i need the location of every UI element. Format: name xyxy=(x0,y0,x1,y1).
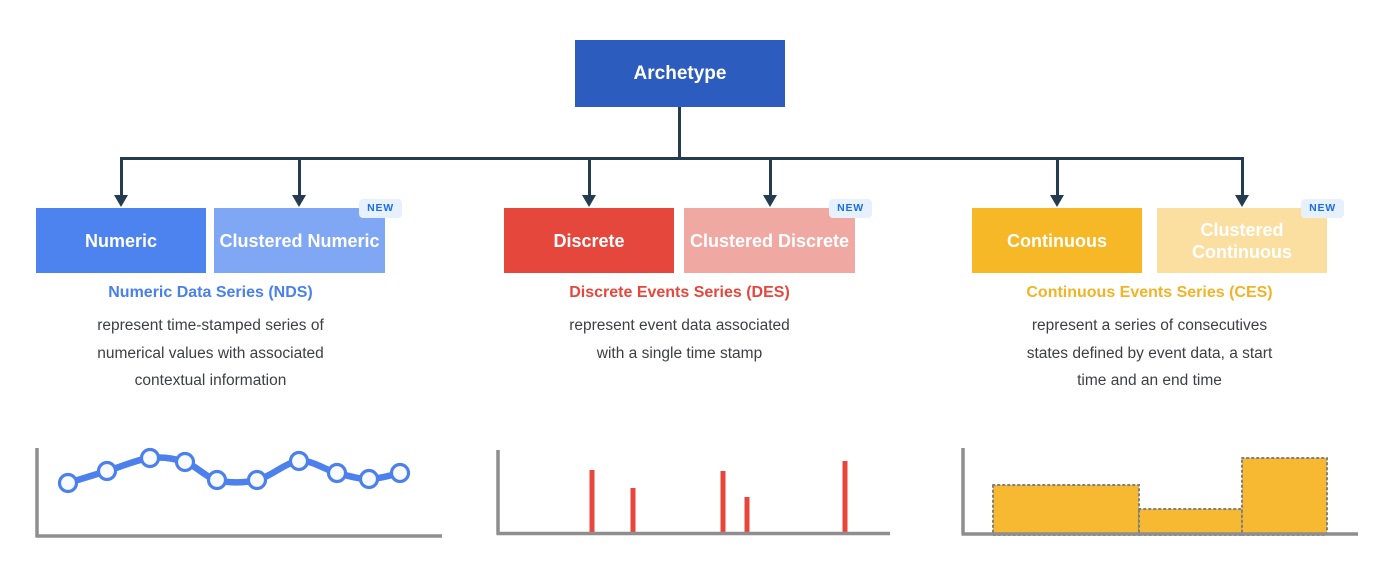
description-body: represent a series of consecutives states… xyxy=(969,312,1330,395)
description-line: represent a series of consecutives xyxy=(1031,317,1268,334)
connector-trunk xyxy=(678,107,681,158)
description-line: with a single time stamp xyxy=(596,344,763,362)
node-label: Clustered Numeric xyxy=(219,230,380,251)
node-discrete: Discrete xyxy=(504,208,674,273)
node-clustered-numeric: Clustered Numeric NEW xyxy=(214,199,402,273)
description-heading: Numeric Data Series (NDS) xyxy=(108,284,313,301)
state-block xyxy=(1241,457,1328,536)
connector-drop-clustered-numeric xyxy=(298,159,301,196)
description-line: numerical values with associated xyxy=(97,344,324,362)
arrowhead-icon xyxy=(292,195,306,207)
connector-drop-continuous xyxy=(1056,159,1059,196)
event-bar xyxy=(589,470,595,534)
arrowhead-icon xyxy=(1050,195,1064,207)
description-body: represent time-stamped series of numerica… xyxy=(30,312,391,395)
new-badge: NEW xyxy=(829,199,872,218)
line-path xyxy=(64,454,404,487)
state-block xyxy=(1138,508,1243,536)
node-continuous: Continuous xyxy=(972,208,1142,273)
state-blocks xyxy=(992,457,1328,536)
numeric-line-chart xyxy=(35,447,442,538)
discrete-events-chart xyxy=(496,450,890,536)
event-bar xyxy=(744,497,750,534)
new-badge: NEW xyxy=(359,199,402,218)
description-line: states defined by event data, a start xyxy=(1026,344,1273,362)
data-point-marker xyxy=(139,447,161,469)
state-block xyxy=(992,484,1140,536)
description-heading: Continuous Events Series (CES) xyxy=(1026,284,1273,301)
numeric-description: Numeric Data Series (NDS) represent time… xyxy=(30,284,391,395)
node-clustered-continuous: Clustered Continuous NEW xyxy=(1157,199,1344,273)
description-line: represent time-stamped series of xyxy=(97,317,324,334)
connector-drop-discrete xyxy=(588,159,591,196)
description-line: represent event data associated xyxy=(569,317,790,334)
node-label: Clustered Discrete xyxy=(689,230,850,251)
node-clustered-discrete: Clustered Discrete NEW xyxy=(684,199,872,273)
event-bar xyxy=(720,471,726,534)
connector-drop-numeric xyxy=(120,159,123,196)
arrowhead-icon xyxy=(763,195,777,207)
description-line: time and an end time xyxy=(1077,372,1222,389)
node-numeric: Numeric xyxy=(36,208,206,273)
data-point-marker xyxy=(57,472,79,494)
data-point-marker xyxy=(288,450,310,472)
connector-drop-clustered-discrete xyxy=(769,159,772,196)
continuous-states-chart xyxy=(961,448,1358,536)
description-body: represent event data associated with a si… xyxy=(499,312,860,367)
line-series xyxy=(57,447,411,494)
data-point-marker xyxy=(96,460,118,482)
connector-horizontal xyxy=(120,157,1244,160)
arrowhead-icon xyxy=(1235,195,1249,207)
archetype-node: Archetype xyxy=(575,40,785,107)
connector-drop-clustered-continuous xyxy=(1241,159,1244,196)
data-point-marker xyxy=(206,469,228,491)
discrete-description: Discrete Events Series (DES) represent e… xyxy=(499,284,860,367)
data-point-marker xyxy=(389,462,411,484)
new-badge: NEW xyxy=(1301,199,1344,218)
data-point-marker xyxy=(326,462,348,484)
arrowhead-icon xyxy=(582,195,596,207)
data-point-marker xyxy=(174,451,196,473)
event-bar xyxy=(630,488,636,534)
description-heading: Discrete Events Series (DES) xyxy=(569,284,790,301)
event-bar xyxy=(842,461,848,534)
event-bars xyxy=(589,461,848,534)
node-label: Clustered Continuous xyxy=(1192,219,1292,262)
data-point-marker xyxy=(246,469,268,491)
data-point-marker xyxy=(358,468,380,490)
description-line: contextual information xyxy=(134,372,287,389)
arrowhead-icon xyxy=(114,195,128,207)
continuous-description: Continuous Events Series (CES) represent… xyxy=(969,284,1330,395)
